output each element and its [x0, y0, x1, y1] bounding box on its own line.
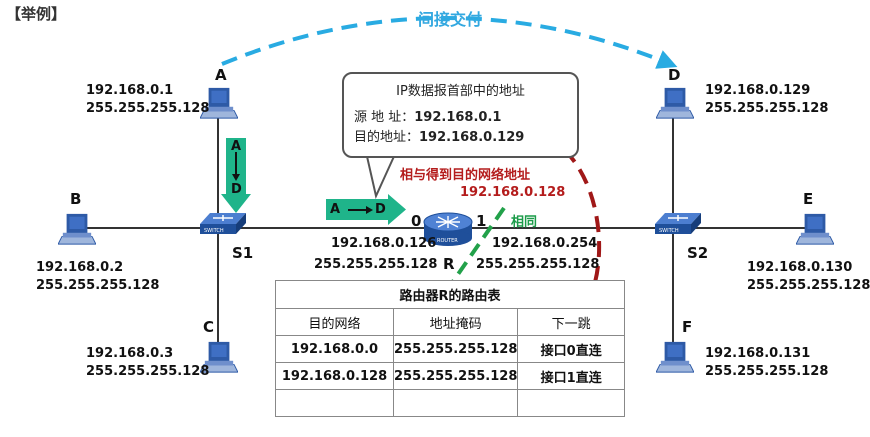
host-f-address: 192.168.0.131 255.255.255.128 [705, 345, 828, 381]
host-f-mask: 255.255.255.128 [705, 364, 829, 379]
host-c-mask: 255.255.255.128 [86, 364, 210, 379]
table-row: 192.168.0.0 255.255.255.128 接口0直连 [275, 335, 625, 363]
row1-dest-network: 192.168.0.0 [275, 335, 394, 363]
switch-s2-label: S2 [687, 244, 709, 262]
host-b-ip: 192.168.0.2 [36, 260, 124, 275]
host-f-ip: 192.168.0.131 [705, 346, 811, 361]
example-heading: 【举例】 [6, 5, 67, 23]
header-next-hop: 下一跳 [517, 308, 625, 336]
host-e-address: 192.168.0.130 255.255.255.128 [747, 259, 870, 295]
row3-dest-network [275, 389, 394, 417]
host-a-mask: 255.255.255.128 [86, 101, 210, 116]
callout-source-ip: 192.168.0.1 [414, 110, 502, 125]
ip-header-callout: IP数据报首部中的地址 源 地 址：192.168.0.1 目的地址：192.1… [342, 72, 579, 158]
routing-table-header-row: 目的网络 地址掩码 下一跳 [275, 308, 625, 336]
header-dest-network: 目的网络 [275, 308, 394, 336]
indirect-delivery-arc [221, 16, 678, 69]
router-port1-ip: 192.168.0.254 [492, 236, 598, 251]
same-label: 相同 [511, 215, 538, 230]
switch-s1-device-text: SWITCH [204, 228, 224, 234]
router-port0-mask: 255.255.255.128 [314, 257, 438, 272]
host-a-name: A [215, 66, 227, 84]
host-d-mask: 255.255.255.128 [705, 101, 829, 116]
host-d-name: D [668, 66, 681, 84]
table-row: 192.168.0.128 255.255.255.128 接口1直连 [275, 362, 625, 390]
router-port0-address: 192.168.0.126 [331, 235, 436, 253]
and-operation-text: 相与得到目的网络地址 [400, 168, 531, 183]
row1-address-mask: 255.255.255.128 [392, 335, 519, 363]
horizontal-arrow-to: D [375, 202, 386, 217]
indirect-delivery-label: 间接交付 [418, 10, 483, 29]
vertical-arrow-from: A [231, 139, 242, 154]
routing-table-caption-row: 路由器R的路由表 [275, 280, 625, 309]
horizontal-arrow-from: A [330, 202, 341, 217]
host-e-name: E [803, 190, 814, 208]
callout-dest-label: 目的地址： [354, 130, 420, 145]
header-address-mask: 地址掩码 [392, 308, 519, 336]
host-b-mask: 255.255.255.128 [36, 278, 160, 293]
router-port0-ip: 192.168.0.126 [331, 236, 437, 251]
host-a-address: 192.168.0.1 255.255.255.128 [86, 82, 209, 118]
host-c-address: 192.168.0.3 255.255.255.128 [86, 345, 209, 381]
callout-tail [365, 151, 397, 200]
host-b-address: 192.168.0.2 255.255.255.128 [36, 259, 159, 295]
row2-dest-network: 192.168.0.128 [275, 362, 394, 390]
host-e-ip: 192.168.0.130 [747, 260, 853, 275]
row3-next-hop [517, 389, 625, 417]
host-d-ip: 192.168.0.129 [705, 83, 811, 98]
host-c-name: C [203, 318, 215, 336]
router-port1-label: 1 [476, 212, 487, 230]
network-links [85, 112, 815, 345]
router-port0-label: 0 [411, 212, 422, 230]
switch-s1-label: S1 [232, 244, 254, 262]
switch-s1-icon: SWITCH [200, 213, 246, 234]
row3-address-mask [392, 389, 519, 417]
router-device-text: ROUTER [437, 238, 458, 244]
host-b-name: B [70, 190, 82, 208]
switch-s2-device-text: SWITCH [659, 228, 679, 234]
row1-next-hop: 接口0直连 [517, 335, 625, 363]
routing-table-caption: 路由器R的路由表 [275, 280, 625, 309]
callout-dest-row: 目的地址：192.168.0.129 [354, 126, 524, 145]
host-f-name: F [682, 318, 693, 336]
routing-table: 路由器R的路由表 目的网络 地址掩码 下一跳 192.168.0.0 255.2… [275, 280, 625, 417]
callout-dest-ip: 192.168.0.129 [419, 130, 525, 145]
router-port1-mask: 255.255.255.128 [476, 257, 600, 272]
and-result-address: 192.168.0.128 [460, 185, 566, 200]
packet-arrow-vertical [221, 138, 251, 213]
packet-arrow-horizontal [326, 194, 406, 225]
host-d-pc-icon [656, 87, 694, 119]
host-c-ip: 192.168.0.3 [86, 346, 174, 361]
host-d-address: 192.168.0.129 255.255.255.128 [705, 82, 828, 118]
callout-title: IP数据报首部中的地址 [396, 84, 525, 99]
router-icon: ROUTER [423, 212, 473, 246]
router-name: R [443, 255, 455, 273]
host-f-pc-icon [656, 341, 694, 373]
host-e-mask: 255.255.255.128 [747, 278, 870, 293]
row2-address-mask: 255.255.255.128 [392, 362, 519, 390]
callout-source-row: 源 地 址：192.168.0.1 [354, 106, 501, 125]
switch-s2-icon: SWITCH [655, 213, 701, 234]
vertical-arrow-to: D [231, 182, 242, 197]
host-a-ip: 192.168.0.1 [86, 83, 174, 98]
row2-next-hop: 接口1直连 [517, 362, 625, 390]
callout-source-label: 源 地 址： [354, 110, 415, 125]
table-row [275, 389, 625, 417]
